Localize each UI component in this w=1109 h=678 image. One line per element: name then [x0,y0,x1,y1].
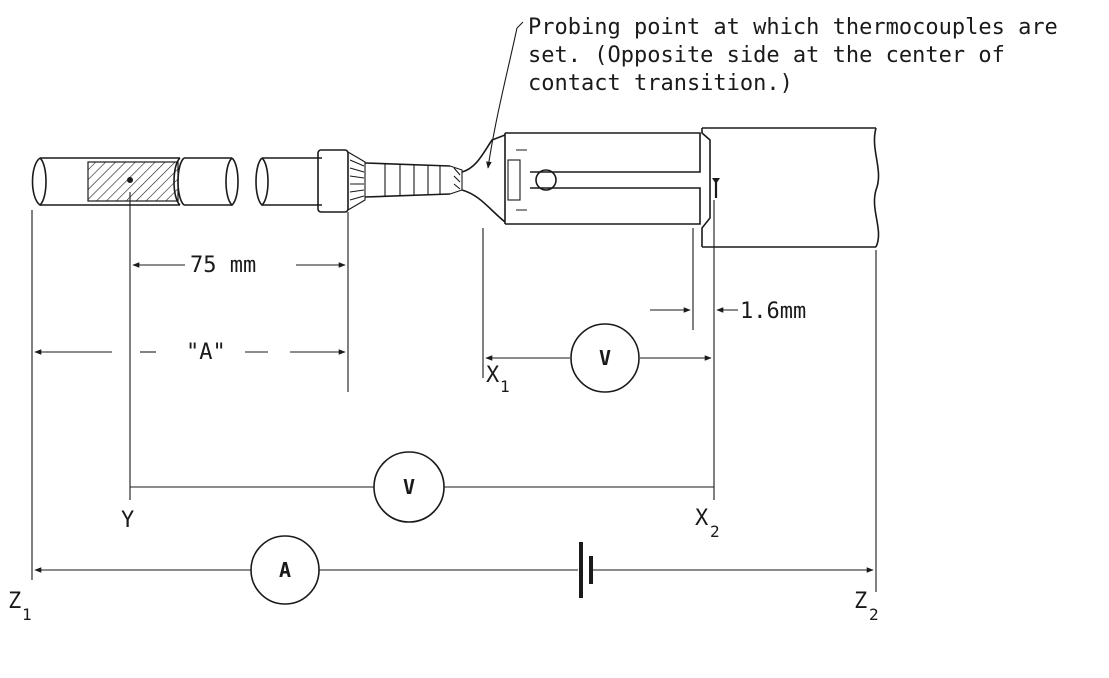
note-line-1: Probing point at which thermocouples are [528,15,1058,40]
cable-and-contact [31,127,880,248]
dimension-gap: 1.6mm [650,299,806,324]
voltmeter-contact-label: V [599,346,611,370]
dimension-75mm: 75 mm [132,253,346,278]
insulation-ferrule [317,149,366,213]
probing-note: Probing point at which thermocouples are… [486,15,1058,169]
cable-segment-middle [177,157,239,207]
voltmeter-total-circuit: V [130,451,714,523]
extension-lines [31,192,877,592]
point-x2: X 2 [695,506,720,541]
dimension-a: "A" [34,340,346,365]
battery-symbol [579,542,593,598]
point-z2-letter: Z [854,589,867,614]
point-labels: X 1 Y X 2 Z 1 Z 2 [8,363,879,624]
contact-socket [504,132,701,225]
voltmeter-total-label: V [403,475,415,499]
note-line-2: set. (Opposite side at the center of [528,43,1005,68]
voltmeter-contact-circuit: V [485,323,712,393]
ammeter [250,535,320,605]
point-z1-sub: 1 [22,605,32,624]
point-y: Y [121,508,134,533]
voltmeter-contact [570,323,640,393]
note-leader-tick [516,21,524,29]
cable-segment-left [31,157,181,207]
point-z2-sub: 2 [869,605,879,624]
mating-block [701,127,880,248]
contact-pin-end [535,169,557,191]
stripped-conductor-section [87,161,179,202]
point-z2: Z 2 [854,589,879,624]
voltmeter-total [373,451,445,523]
point-x1-sub: 1 [500,377,510,396]
point-y-letter: Y [121,508,134,533]
dimension-a-label: "A" [186,340,226,365]
point-x1: X 1 [486,363,510,396]
probe-point-y [127,177,133,183]
note-line-3: contact transition.) [528,71,793,96]
current-circuit: A [34,535,874,605]
transition-neck-bottom [461,189,506,223]
note-leader [486,27,518,169]
crimp-barrel [364,162,463,198]
point-x2-letter: X [695,506,709,531]
dimension-75mm-label: 75 mm [190,253,256,278]
dimension-gap-label: 1.6mm [740,299,806,324]
ammeter-label: A [279,558,291,582]
point-x2-sub: 2 [710,522,720,541]
point-x1-letter: X [486,363,500,388]
transition-neck-top [461,134,506,173]
cable-segment-right [255,157,322,207]
point-z1-letter: Z [8,589,21,614]
point-z1: Z 1 [8,589,32,624]
